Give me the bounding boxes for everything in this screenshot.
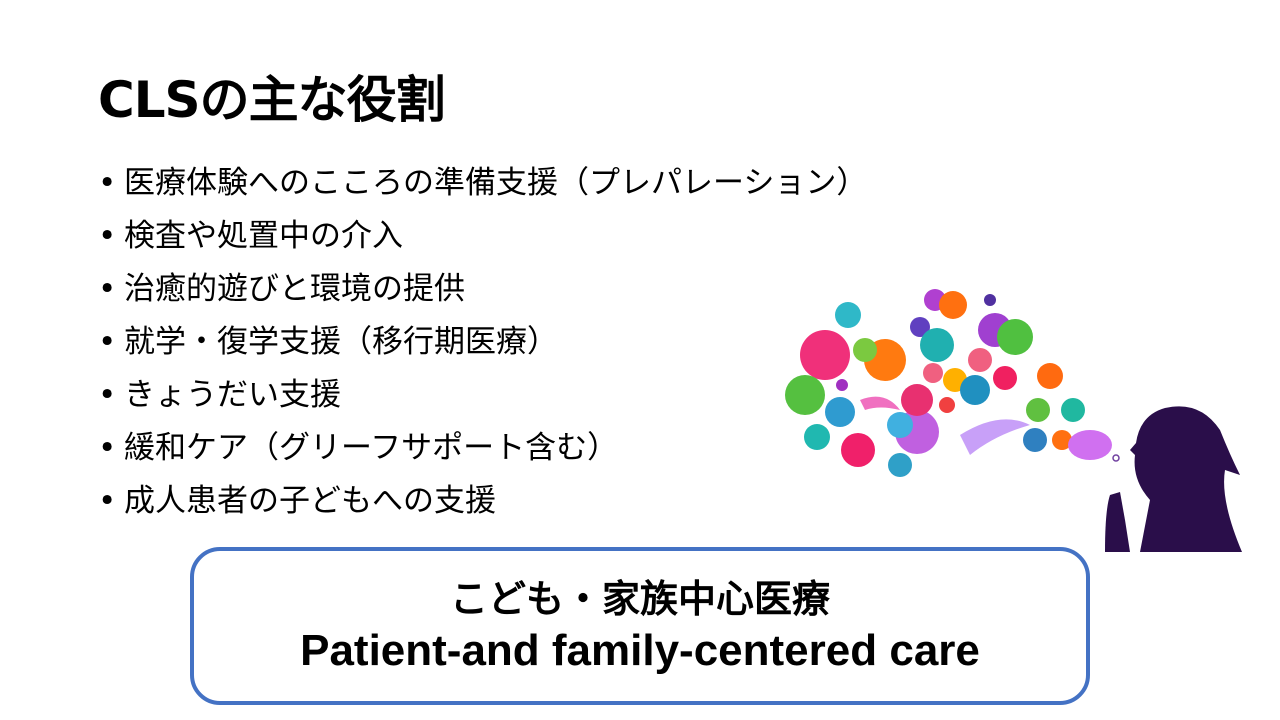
list-item-text: きょうだい支援 — [124, 377, 341, 413]
list-item: •緩和ケア（グリーフサポート含む） — [98, 423, 867, 476]
role-list: •医療体験へのこころの準備支援（プレパレーション） •検査や処置中の介入 •治癒… — [98, 158, 867, 529]
list-item-text: 医療体験へのこころの準備支援（プレパレーション） — [124, 165, 868, 201]
bullet-icon: • — [98, 165, 117, 201]
list-item-text: 緩和ケア（グリーフサポート含む） — [124, 430, 619, 466]
list-item-text: 就学・復学支援（移行期医療） — [124, 324, 558, 360]
hand-silhouette — [1105, 492, 1130, 552]
girl-blowing-bubbles-illustration — [785, 289, 1242, 552]
callout-title-ja: こども・家族中心医療 — [449, 577, 830, 621]
bullet-icon: • — [98, 377, 117, 413]
bullet-icon: • — [98, 218, 117, 254]
bullet-icon: • — [98, 324, 117, 360]
patient-family-centered-care-callout: こども・家族中心医療 Patient-and family-centered c… — [190, 547, 1090, 705]
list-item-text: 治癒的遊びと環境の提供 — [124, 271, 465, 307]
list-item: •治癒的遊びと環境の提供 — [98, 264, 867, 317]
list-item: •就学・復学支援（移行期医療） — [98, 317, 867, 370]
list-item: •成人患者の子どもへの支援 — [98, 476, 867, 529]
bubbles — [785, 289, 1112, 477]
list-item: •きょうだい支援 — [98, 370, 867, 423]
list-item: •検査や処置中の介入 — [98, 211, 867, 264]
bullet-icon: • — [98, 483, 117, 519]
list-item-text: 検査や処置中の介入 — [124, 218, 403, 254]
callout-title-en: Patient-and family-centered care — [300, 626, 980, 675]
girl-silhouette — [1130, 406, 1242, 552]
bullet-icon: • — [98, 430, 117, 466]
bullet-icon: • — [98, 271, 117, 307]
list-item-text: 成人患者の子どもへの支援 — [124, 483, 496, 519]
slide-title: CLSの主な役割 — [98, 71, 446, 129]
list-item: •医療体験へのこころの準備支援（プレパレーション） — [98, 158, 867, 211]
